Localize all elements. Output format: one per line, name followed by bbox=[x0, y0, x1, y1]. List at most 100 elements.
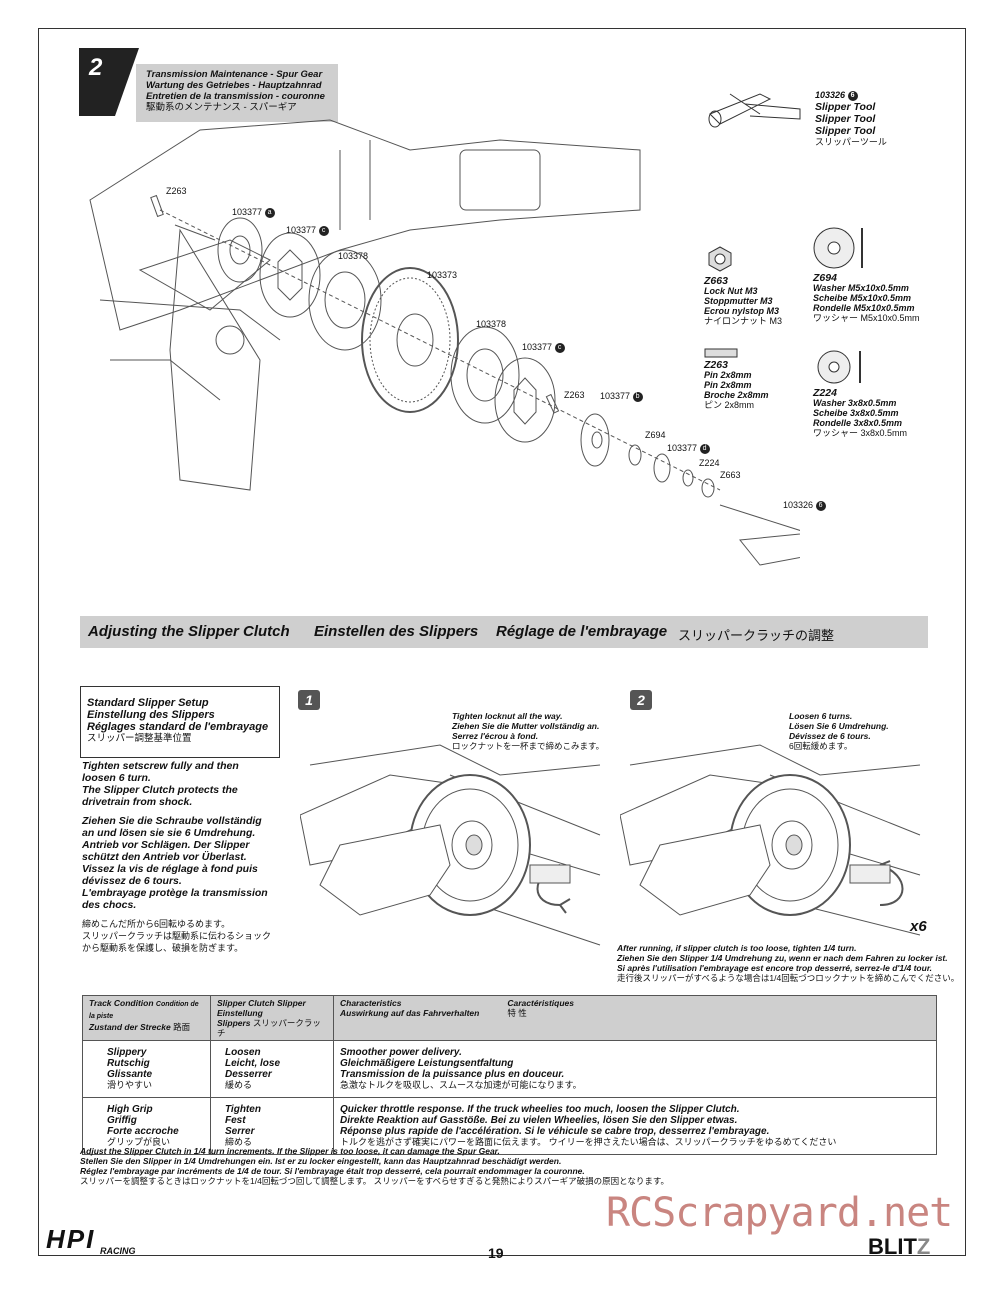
header-char-jp: 特 性 bbox=[507, 1008, 527, 1018]
after-running-de: Ziehen Sie den Slipper 1/4 Umdrehung zu,… bbox=[617, 953, 948, 963]
after-running-text: After running, if slipper clutch is too … bbox=[617, 943, 959, 983]
part-z224-en: Washer 3x8x0.5mm bbox=[813, 398, 897, 408]
panel2-times: x6 bbox=[910, 918, 927, 935]
std-fr-0: Vissez la vis de réglage à fond puis bbox=[82, 863, 258, 875]
part-z694-fr: Rondelle M5x10x0.5mm bbox=[813, 303, 915, 313]
std-de-2: Antrieb vor Schlägen. Der Slipper bbox=[82, 839, 250, 851]
washer-large-icon bbox=[813, 227, 863, 269]
row1-track-de: Rutschig bbox=[107, 1058, 150, 1069]
label-z663: Z663 bbox=[720, 470, 741, 480]
part-103326-block: 103326 6 Slipper Tool Slipper Tool Slipp… bbox=[815, 90, 887, 147]
exploded-diagram bbox=[89, 119, 800, 566]
std-de-1: an und lösen sie sie 6 Umdrehung. bbox=[82, 827, 256, 839]
part-z663-de: Stoppmutter M3 bbox=[704, 296, 773, 306]
panel2-fr: Dévissez de 6 tours. bbox=[789, 731, 871, 741]
row2-slipper-jp: 締める bbox=[225, 1137, 253, 1147]
std-en-2: The Slipper Clutch protects the bbox=[82, 784, 238, 796]
label-103326-text: 103326 bbox=[783, 500, 814, 510]
row1-char-jp: 急激なトルクを吸収し、スムースな加速が可能になります。 bbox=[340, 1080, 582, 1090]
after-running-en: After running, if slipper clutch is too … bbox=[617, 943, 857, 953]
panel2-number: 2 bbox=[630, 690, 652, 710]
row2-slipper-en: Tighten bbox=[225, 1104, 261, 1115]
panel2-jp: 6回転緩めます。 bbox=[789, 741, 853, 751]
std-en-0: Tighten setscrew fully and then bbox=[82, 760, 239, 772]
panel1-text: Tighten locknut all the way. Ziehen Sie … bbox=[452, 711, 604, 751]
badge-e-bottom: 6 bbox=[815, 500, 826, 511]
row1-track: Slippery Rutschig Glissante 滑りやすい bbox=[82, 1040, 211, 1098]
row2-slipper-de: Fest bbox=[225, 1115, 246, 1126]
standard-setup-en: Standard Slipper Setup bbox=[87, 697, 209, 709]
panel2-en: Loosen 6 turns. bbox=[789, 711, 853, 721]
part-z663-block: Z663 Lock Nut M3 Stoppmutter M3 Ecrou ny… bbox=[704, 276, 782, 326]
row2-char-en: Quicker throttle response. If the truck … bbox=[340, 1104, 740, 1115]
label-103326: 103326 6 bbox=[783, 500, 826, 511]
header-track-de: Zustand der Strecke bbox=[89, 1022, 171, 1032]
part-z224-fr: Rondelle 3x8x0.5mm bbox=[813, 418, 903, 428]
part-z263-jp: ピン 2x8mm bbox=[704, 400, 755, 410]
label-103377-c-mid: 103377 c bbox=[522, 342, 565, 353]
step-title-en: Transmission Maintenance - Spur Gear bbox=[146, 69, 323, 80]
header-char-de: Auswirkung auf das Fahrverhalten bbox=[340, 1008, 480, 1018]
standard-setup-jp: スリッパー調整基準位置 bbox=[87, 733, 192, 744]
part-z694-jp: ワッシャー M5x10x0.5mm bbox=[813, 313, 920, 323]
product-logo: BLITZ bbox=[868, 1234, 930, 1260]
row2-track-en: High Grip bbox=[107, 1104, 153, 1115]
row2-char-jp: トルクを逃がさず確実にパワーを路面に伝えます。 ウイリーを押さえたい場合は、スリ… bbox=[340, 1137, 837, 1147]
row1-slipper-de: Leicht, lose bbox=[225, 1058, 281, 1069]
header-track: Track Condition Condition de la piste Zu… bbox=[82, 995, 211, 1041]
std-de-0: Ziehen Sie die Schraube vollständig bbox=[82, 815, 262, 827]
panel1-jp: ロックナットを一杯まで締めこみます。 bbox=[452, 741, 605, 751]
panel1-illustration bbox=[300, 744, 601, 946]
header-track-jp: 路面 bbox=[173, 1022, 191, 1032]
table-row: Slippery Rutschig Glissante 滑りやすい Loosen… bbox=[82, 1040, 937, 1098]
footnote: Adjust the Slipper Clutch in 1/4 turn in… bbox=[80, 1146, 669, 1186]
row1-char-en: Smoother power delivery. bbox=[340, 1047, 462, 1058]
panel2-de: Lösen Sie 6 Umdrehung. bbox=[789, 721, 889, 731]
part-103326-fr: Slipper Tool bbox=[815, 124, 876, 137]
after-running-fr: Si après l'utilisation l'embrayage est e… bbox=[617, 963, 933, 973]
part-z263-en: Pin 2x8mm bbox=[704, 370, 752, 380]
header-slipper-fr: Slippers bbox=[217, 1018, 251, 1028]
part-z263-de: Pin 2x8mm bbox=[704, 380, 752, 390]
section-title-en: Adjusting the Slipper Clutch bbox=[88, 623, 290, 640]
label-103378-top: 103378 bbox=[338, 251, 369, 261]
row2-characteristics: Quicker throttle response. If the truck … bbox=[333, 1097, 937, 1155]
row2-track-de: Griffig bbox=[107, 1115, 137, 1126]
header-track-fr: Condition de la piste bbox=[89, 1001, 199, 1020]
label-103377-b-text: 103377 bbox=[600, 391, 631, 401]
row1-characteristics: Smoother power delivery. Gleichmäßigere … bbox=[333, 1040, 937, 1098]
after-running-jp: 走行後スリッパーがすべるような場合は1/4回転づつロックナットを締めこんでくださ… bbox=[617, 973, 960, 983]
table-row: High Grip Griffig Forte accroche グリップが良い… bbox=[82, 1097, 937, 1155]
header-characteristics: Characteristics Caractéristiques Auswirk… bbox=[333, 995, 937, 1041]
standard-setup-box: Standard Slipper Setup Einstellung des S… bbox=[80, 686, 280, 758]
part-103326-en: Slipper Tool bbox=[815, 100, 876, 113]
label-z263-top: Z263 bbox=[166, 186, 187, 196]
part-z263-fr: Broche 2x8mm bbox=[704, 390, 769, 400]
panel1-fr: Serrez l'écrou à fond. bbox=[452, 731, 539, 741]
std-en-3: drivetrain from shock. bbox=[82, 796, 193, 808]
panel1-en: Tighten locknut all the way. bbox=[452, 711, 563, 721]
label-z694: Z694 bbox=[645, 430, 666, 440]
header-char-fr: Caractéristiques bbox=[507, 998, 574, 1008]
row1-track-jp: 滑りやすい bbox=[107, 1080, 153, 1090]
page-border bbox=[38, 28, 966, 1256]
label-103377-d: 103377 d bbox=[667, 443, 710, 454]
badge-c-top: c bbox=[318, 225, 329, 236]
footnote-fr: Réglez l'embrayage par incréments de 1/4… bbox=[80, 1166, 585, 1176]
step-title-jp: 駆動系のメンテナンス - スパーギア bbox=[146, 102, 297, 113]
header-slipper-en: Slipper Clutch bbox=[217, 998, 275, 1008]
row2-track-jp: グリップが良い bbox=[107, 1137, 171, 1147]
label-103377-c-top-text: 103377 bbox=[286, 225, 317, 235]
label-103377-b: 103377 b bbox=[600, 391, 643, 402]
label-103377-c-mid-text: 103377 bbox=[522, 342, 553, 352]
part-z224-code: Z224 bbox=[813, 387, 837, 399]
row1-track-en: Slippery bbox=[107, 1047, 147, 1058]
part-103326-de: Slipper Tool bbox=[815, 112, 876, 125]
part-103326-code-text: 103326 bbox=[815, 90, 846, 100]
footnote-en: Adjust the Slipper Clutch in 1/4 turn in… bbox=[80, 1146, 500, 1156]
part-z224-jp: ワッシャー 3x8x0.5mm bbox=[813, 428, 908, 438]
part-z663-jp: ナイロンナット M3 bbox=[704, 316, 783, 326]
label-103378-mid: 103378 bbox=[476, 319, 507, 329]
step-title-band: Transmission Maintenance - Spur Gear War… bbox=[136, 64, 338, 122]
step-title-de: Wartung des Getriebes - Hauptzahnrad bbox=[146, 80, 322, 91]
